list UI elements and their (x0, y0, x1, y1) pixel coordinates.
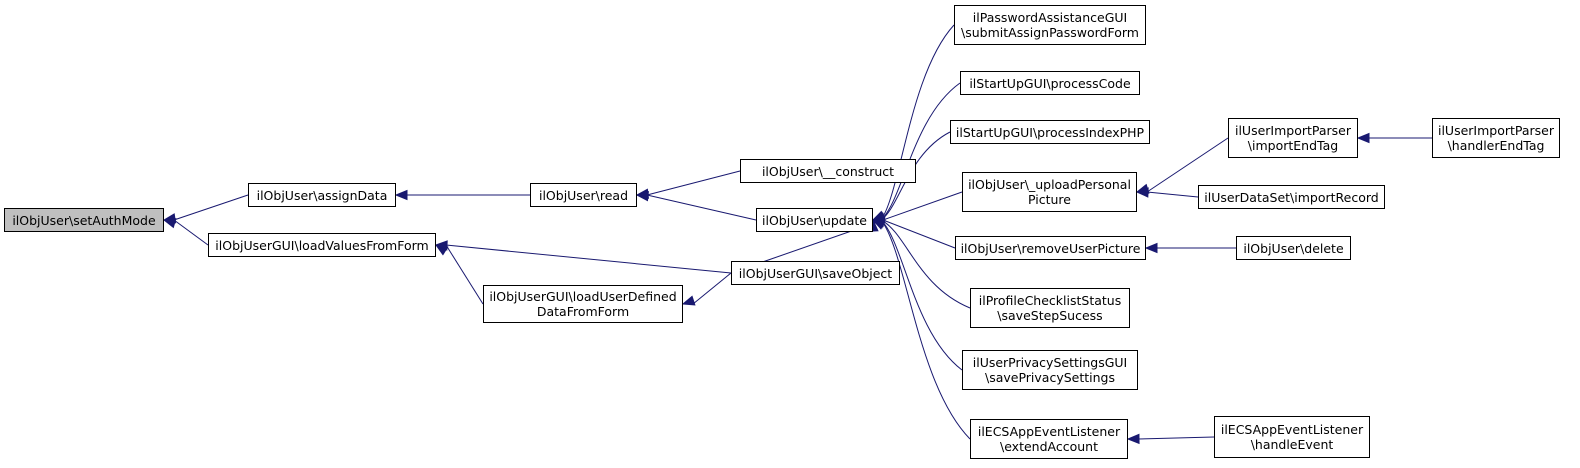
node-label-line: ilObjUserGUI\loadValuesFromForm (215, 237, 429, 253)
edge-setAuthMode-loadValuesFromForm (173, 219, 209, 246)
edge-loadValuesFromForm-loadUserDefinedDataFromForm (445, 244, 484, 305)
node-assign-data[interactable]: ilObjUser\assignData (248, 183, 396, 207)
edge-update-submitAssignPasswordForm (880, 24, 955, 221)
node-label-line: ilObjUser\delete (1243, 240, 1344, 256)
node-extend-account[interactable]: ilECSAppEventListener\extendAccount (970, 419, 1128, 459)
node-handler-end-tag[interactable]: ilUserImportParser\handlerEndTag (1432, 118, 1560, 158)
node-process-index-p-h-p[interactable]: ilStartUpGUI\processIndexPHP (950, 120, 1150, 144)
node-label-line: ilUserDataSet\importRecord (1204, 189, 1379, 205)
edge-update-savePrivacySettings (880, 219, 963, 371)
edge-update-processCode (880, 82, 961, 221)
edge-setAuthMode-assignData (173, 194, 249, 221)
node-set-auth-mode: ilObjUser\setAuthMode (4, 208, 164, 232)
edge-update-extendAccount (880, 219, 971, 440)
node-label-line: Picture (1028, 192, 1071, 207)
node-construct[interactable]: ilObjUser\__construct (740, 159, 916, 183)
arrowhead-importEndTag-handlerEndTag (1356, 132, 1370, 144)
node-label-line: ilObjUser\__construct (761, 163, 895, 179)
node-label-line: ilECSAppEventListener (977, 424, 1121, 439)
node-label-line: ilUserPrivacySettingsGUI (972, 355, 1128, 370)
edge-loadUserDefinedDataFromForm-saveObject (692, 272, 732, 305)
node-update[interactable]: ilObjUser\update (756, 208, 873, 232)
node-import-end-tag[interactable]: ilUserImportParser\importEndTag (1228, 118, 1358, 158)
node-label-line: ilObjUser\_uploadPersonal (968, 177, 1131, 192)
node-label-line: ilObjUser\removeUserPicture (960, 240, 1141, 256)
node-label-line: ilProfileChecklistStatus (978, 293, 1122, 308)
edge-update-removeUserPicture (882, 219, 956, 249)
arrowhead-extendAccount-handleEvent (1126, 433, 1140, 445)
arrowhead-setAuthMode-loadValuesFromForm (162, 218, 177, 229)
edge-extendAccount-handleEvent (1137, 436, 1215, 440)
node-label-line: ilStartUpGUI\processIndexPHP (955, 124, 1145, 140)
node-label-line: ilObjUser\read (538, 187, 629, 203)
arrowhead-read-update (635, 190, 649, 202)
arrowhead-uploadPersonalPicture-importRecord (1135, 187, 1149, 198)
node-label-line: DataFromForm (536, 304, 630, 319)
edge-update-saveStepSucess (880, 219, 971, 309)
node-process-code[interactable]: ilStartUpGUI\processCode (960, 71, 1140, 95)
node-label-line: ilObjUserGUI\loadUserDefined (489, 289, 677, 304)
node-label-line: ilObjUser\setAuthMode (12, 212, 156, 228)
edge-uploadPersonalPicture-importRecord (1146, 191, 1199, 198)
node-label-line: \handleEvent (1250, 437, 1334, 452)
arrowhead-loadValuesFromForm-saveObject (434, 240, 448, 251)
node-save-step-sucess[interactable]: ilProfileChecklistStatus\saveStepSucess (970, 288, 1130, 328)
node-label-line: \submitAssignPasswordForm (961, 25, 1139, 40)
node-save-object[interactable]: ilObjUserGUI\saveObject (731, 261, 900, 285)
node-label-line: \handlerEndTag (1447, 138, 1545, 153)
node-label-line: \importEndTag (1247, 138, 1339, 153)
node-submit-assign-password-form[interactable]: ilPasswordAssistanceGUI\submitAssignPass… (954, 5, 1146, 45)
edge-uploadPersonalPicture-importEndTag (1146, 137, 1229, 193)
node-handle-event[interactable]: ilECSAppEventListener\handleEvent (1214, 416, 1370, 458)
edge-read-update (646, 194, 757, 221)
arrowhead-removeUserPicture-delete (1144, 242, 1158, 254)
arrowhead-assignData-read (394, 189, 408, 201)
edge-read-construct (646, 170, 741, 196)
node-label-line: ilECSAppEventListener (1220, 422, 1364, 437)
arrowhead-loadUserDefinedDataFromForm-saveObject (681, 295, 696, 306)
node-label-line: \savePrivacySettings (985, 370, 1115, 385)
node-delete[interactable]: ilObjUser\delete (1236, 236, 1351, 260)
node-label-line: ilUserImportParser (1234, 123, 1352, 138)
node-read[interactable]: ilObjUser\read (530, 183, 637, 207)
node-label-line: \extendAccount (1000, 439, 1098, 454)
node-load-values-from-form[interactable]: ilObjUserGUI\loadValuesFromForm (208, 233, 436, 257)
node-save-privacy-settings[interactable]: ilUserPrivacySettingsGUI\savePrivacySett… (962, 350, 1138, 390)
node-remove-user-picture[interactable]: ilObjUser\removeUserPicture (955, 236, 1146, 260)
edge-update-uploadPersonalPicture (882, 191, 963, 221)
node-label-line: ilObjUser\update (762, 212, 867, 228)
edge-loadValuesFromForm-saveObject (445, 244, 732, 274)
node-label-line: ilUserImportParser (1437, 123, 1555, 138)
node-label-line: ilPasswordAssistanceGUI (972, 10, 1128, 25)
node-label-line: \saveStepSucess (997, 308, 1103, 323)
node-label-line: ilStartUpGUI\processCode (969, 75, 1131, 91)
node-label-line: ilObjUser\assignData (256, 187, 388, 203)
node-label-line: ilObjUserGUI\saveObject (738, 265, 893, 281)
node-import-record[interactable]: ilUserDataSet\importRecord (1198, 185, 1385, 209)
